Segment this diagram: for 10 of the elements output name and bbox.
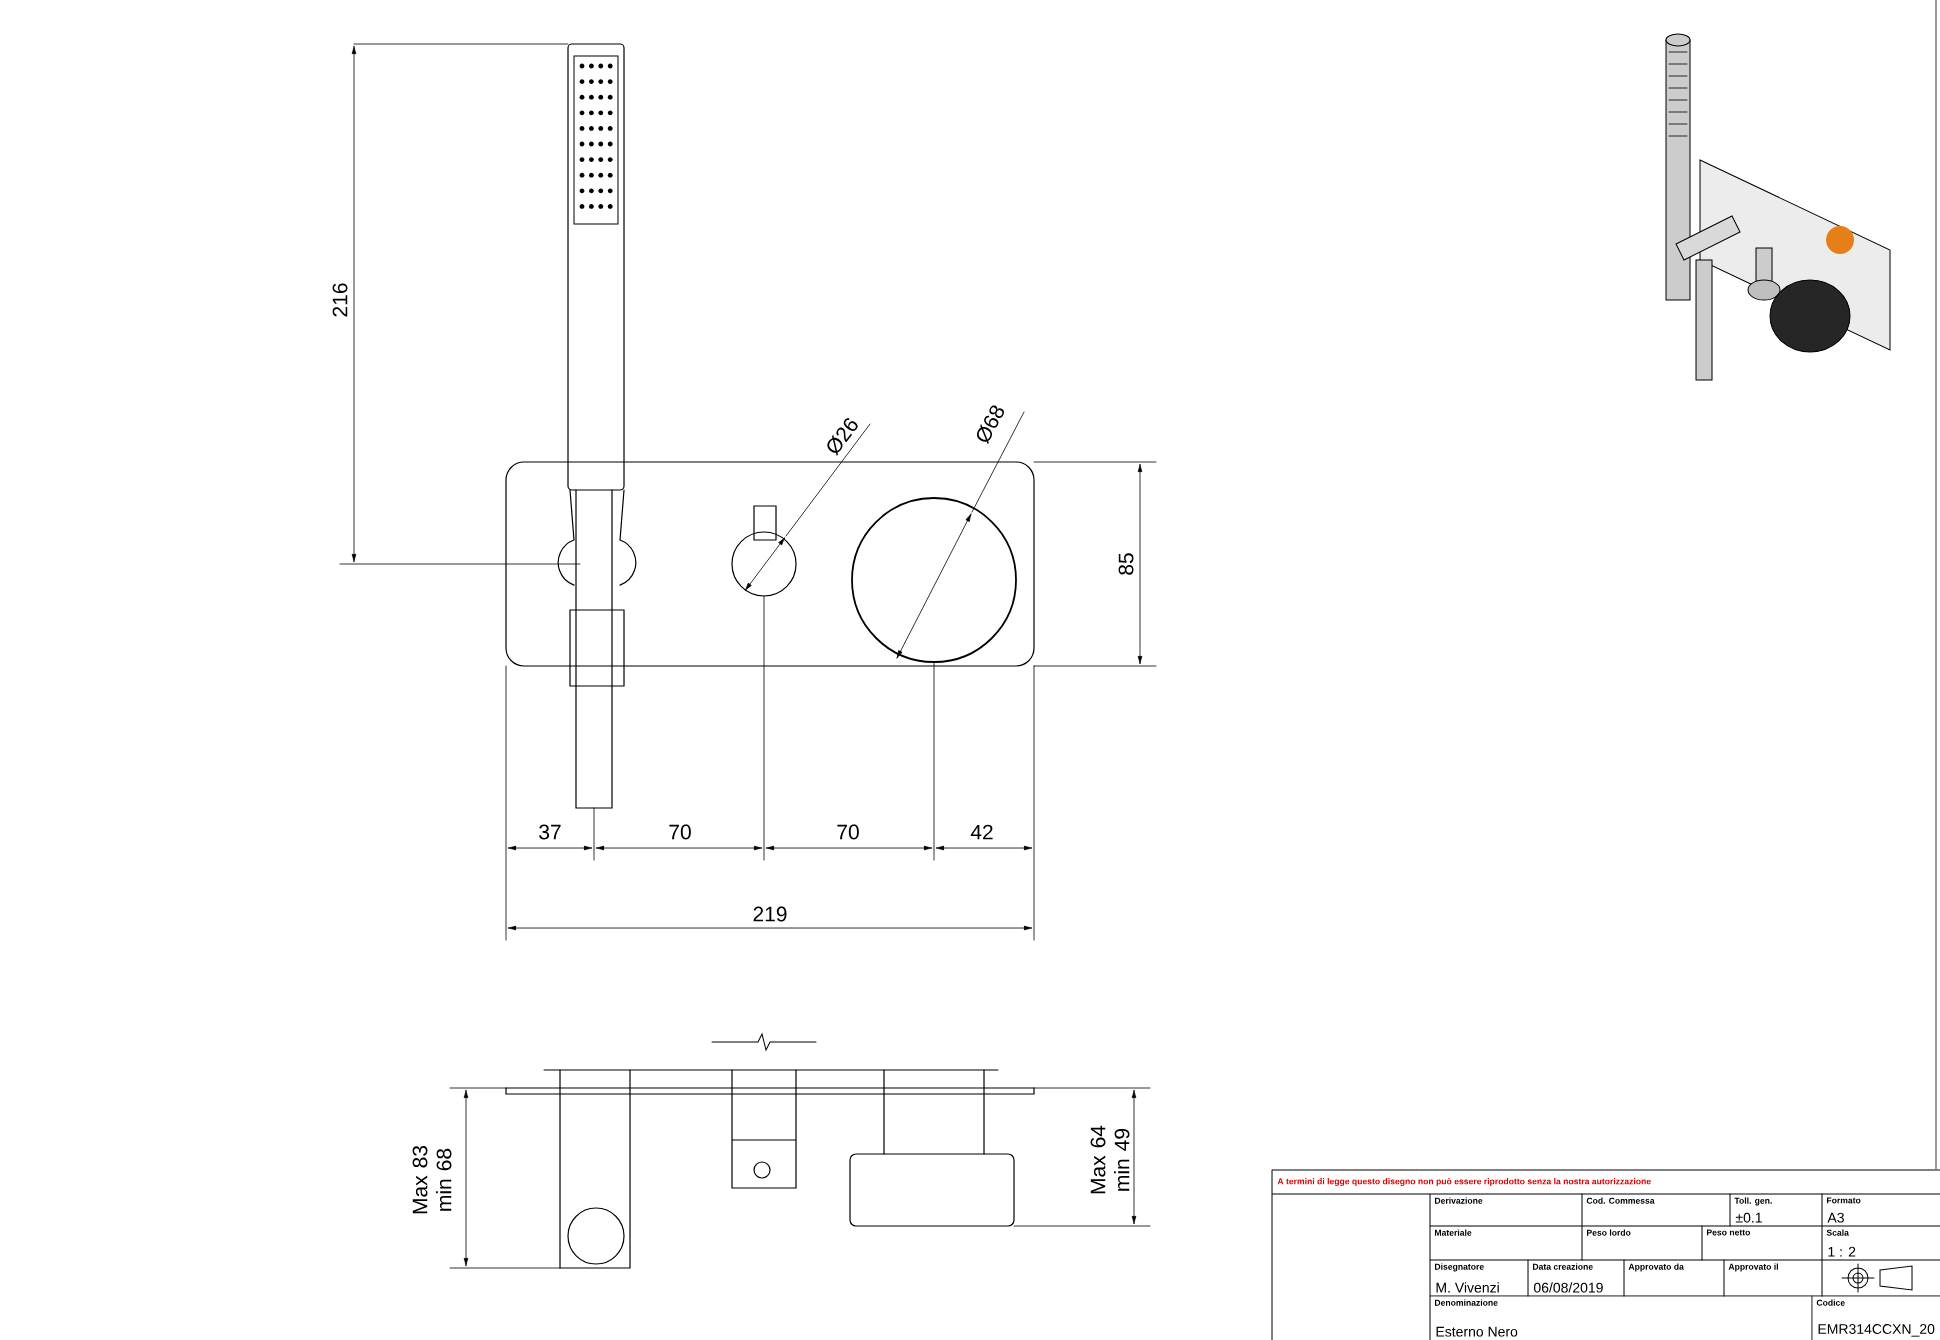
dimension-label: 216 bbox=[332, 283, 348, 317]
dimension-label: 85 bbox=[1118, 553, 1134, 575]
dimension-label: 70 bbox=[669, 824, 691, 840]
dimension-label: 37 bbox=[539, 824, 561, 840]
dimension-label: 70 bbox=[837, 824, 859, 840]
dimension-label: Max 64 min 49 bbox=[1090, 1125, 1130, 1194]
dimension-label: 42 bbox=[970, 824, 993, 840]
dimension-label: Max 83 min 68 bbox=[412, 1145, 452, 1214]
dimension-label: 219 bbox=[753, 906, 787, 922]
dimension-label: Ø68 bbox=[976, 405, 1004, 445]
